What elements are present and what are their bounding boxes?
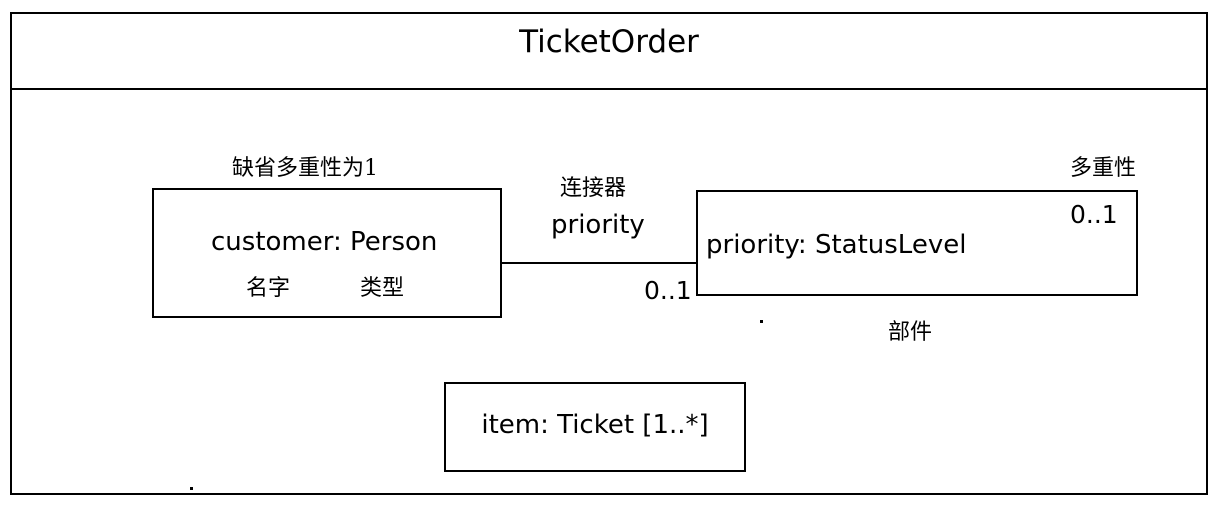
connector-label: priority	[551, 210, 645, 240]
class-title: TicketOrder	[519, 24, 699, 60]
annotation-type: 类型	[360, 276, 405, 301]
annotation-name: 名字	[246, 276, 291, 301]
annotation-multiplicity: 多重性	[1070, 156, 1137, 181]
speck	[190, 487, 193, 490]
customer-part-label: customer: Person	[211, 227, 438, 257]
item-part-label: item: Ticket [1..*]	[481, 410, 709, 440]
class-frame	[10, 12, 1208, 495]
annotation-part: 部件	[888, 320, 933, 345]
header-divider	[10, 88, 1208, 90]
connector-line	[502, 262, 696, 264]
annotation-default-multiplicity: 缺省多重性为1	[232, 156, 378, 181]
priority-part-multiplicity: 0..1	[1070, 200, 1118, 229]
priority-part-box	[696, 190, 1138, 296]
customer-part-box	[152, 188, 502, 318]
connector-end-multiplicity: 0..1	[644, 276, 692, 305]
item-part-box	[444, 382, 746, 472]
priority-part-label: priority: StatusLevel	[706, 230, 967, 260]
speck	[760, 320, 763, 323]
annotation-connector: 连接器	[560, 176, 627, 201]
